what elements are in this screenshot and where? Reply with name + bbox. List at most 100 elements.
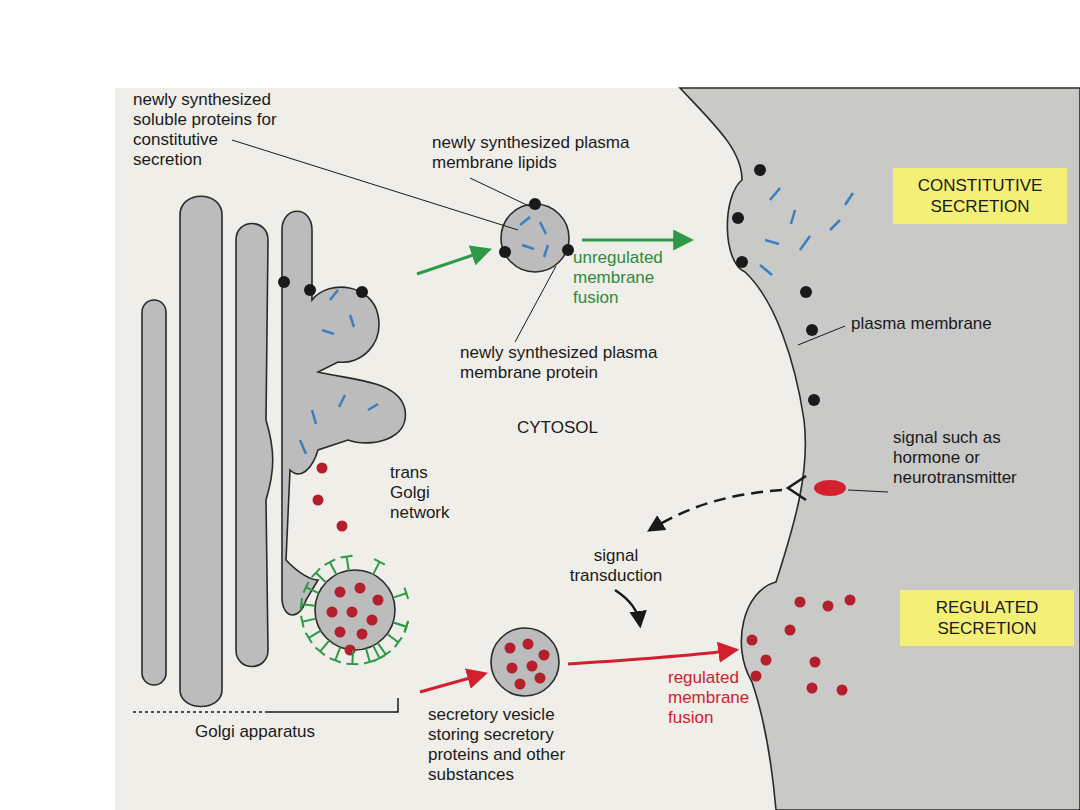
soluble-protein: [830, 220, 840, 230]
secretory-protein: [327, 607, 338, 618]
secretory-protein: [373, 595, 384, 606]
process-box: REGULATED SECRETION: [900, 590, 1074, 646]
label-text: newly synthesized plasma membrane lipids: [432, 133, 629, 172]
label-text: signal such as hormone or neurotransmitt…: [893, 428, 1017, 487]
label: CYTOSOL: [517, 418, 617, 438]
membrane-protein: [736, 256, 748, 268]
membrane-protein: [808, 394, 820, 406]
soluble-protein: [312, 410, 316, 424]
secretory-protein: [313, 495, 324, 506]
label: newly synthesized plasma membrane lipids: [432, 133, 662, 173]
label: trans Golgi network: [390, 463, 470, 523]
secretory-protein: [761, 655, 772, 666]
box-heading: CONSTITUTIVE SECRETION: [918, 176, 1043, 216]
soluble-protein: [350, 315, 354, 327]
label: plasma membrane: [851, 314, 1051, 334]
soluble-protein: [520, 217, 530, 225]
secretory-vesicle: [491, 628, 559, 696]
membrane-protein: [800, 286, 812, 298]
secretory-protein: [505, 643, 516, 654]
golgi-bracket: [265, 698, 398, 712]
label: regulated membrane fusion: [668, 668, 776, 728]
secretory-protein: [845, 595, 856, 606]
soluble-protein: [791, 210, 795, 224]
soluble-protein: [845, 193, 853, 205]
secretory-protein: [823, 601, 834, 612]
secretory-protein: [515, 679, 526, 690]
secretory-protein: [317, 463, 328, 474]
pathway-arrow: [582, 239, 690, 242]
secretory-protein: [539, 650, 550, 661]
label-text: secretory vesicle storing secretory prot…: [428, 705, 565, 784]
label: signal such as hormone or neurotransmitt…: [893, 428, 1065, 488]
label-text: trans Golgi network: [390, 463, 450, 522]
soluble-protein: [300, 440, 306, 454]
label-text: newly synthesized plasma membrane protei…: [460, 343, 657, 382]
secretory-protein: [527, 661, 538, 672]
label-text: newly synthesized soluble proteins for c…: [133, 90, 277, 169]
soluble-protein: [522, 245, 534, 249]
secretory-protein: [347, 607, 358, 618]
soluble-protein: [330, 290, 338, 300]
membrane-protein: [499, 246, 511, 258]
transport-vesicle: [501, 204, 569, 272]
membrane-protein: [732, 212, 744, 224]
secretory-protein: [807, 683, 818, 694]
label-text: plasma membrane: [851, 314, 992, 333]
secretory-protein: [837, 685, 848, 696]
label: unregulated membrane fusion: [573, 248, 683, 308]
secretory-protein: [355, 583, 366, 594]
box-heading: REGULATED SECRETION: [936, 598, 1039, 638]
pathway-arrow: [420, 674, 484, 692]
process-box: CONSTITUTIVE SECRETION: [893, 168, 1067, 224]
clathrin-coat: [301, 556, 409, 665]
signal-arrow: [650, 490, 782, 530]
label: newly synthesized plasma membrane protei…: [460, 343, 690, 383]
membrane-protein: [562, 244, 574, 256]
secretory-protein: [751, 671, 762, 682]
secretory-protein: [335, 587, 346, 598]
label-text: signal transduction: [570, 546, 663, 585]
soluble-protein: [368, 404, 378, 410]
membrane-protein: [304, 284, 316, 296]
secretory-protein: [747, 635, 758, 646]
soluble-protein: [322, 330, 334, 334]
membrane-protein: [356, 286, 368, 298]
pathway-arrow: [417, 250, 488, 274]
label-text: Golgi apparatus: [195, 722, 315, 741]
secretory-protein: [810, 657, 821, 668]
label: Golgi apparatus: [195, 722, 375, 742]
label-text: regulated membrane fusion: [668, 668, 749, 727]
soluble-protein: [770, 188, 780, 200]
label: secretory vesicle storing secretory prot…: [428, 705, 576, 785]
golgi-cisternae: [142, 196, 405, 706]
page-ground: [115, 88, 1080, 810]
vesicle-contents: [278, 164, 856, 696]
golgi-bracket: [133, 711, 265, 713]
soluble-protein: [339, 395, 345, 407]
secretory-protein: [335, 627, 346, 638]
soluble-protein: [540, 222, 546, 234]
receptor-symbol: [788, 476, 806, 500]
label-text: unregulated membrane fusion: [573, 248, 663, 307]
secretory-protein: [523, 639, 534, 650]
soluble-protein: [544, 245, 548, 257]
signal-molecule: [814, 480, 846, 496]
signal-arrow: [615, 590, 640, 625]
label-text: CYTOSOL: [517, 418, 598, 437]
label: signal transduction: [560, 546, 672, 586]
soluble-protein: [800, 236, 810, 250]
secretory-protein: [785, 625, 796, 636]
label: newly synthesized soluble proteins for c…: [133, 90, 283, 170]
soluble-protein: [765, 240, 779, 244]
membrane-protein: [278, 276, 290, 288]
leader-lines: [232, 140, 888, 492]
secretory-protein: [337, 521, 348, 532]
secretory-protein: [367, 615, 378, 626]
membrane-protein: [806, 324, 818, 336]
secretory-protein: [357, 629, 368, 640]
secretory-protein: [535, 673, 546, 684]
secretory-protein: [795, 597, 806, 608]
membrane-protein: [754, 164, 766, 176]
